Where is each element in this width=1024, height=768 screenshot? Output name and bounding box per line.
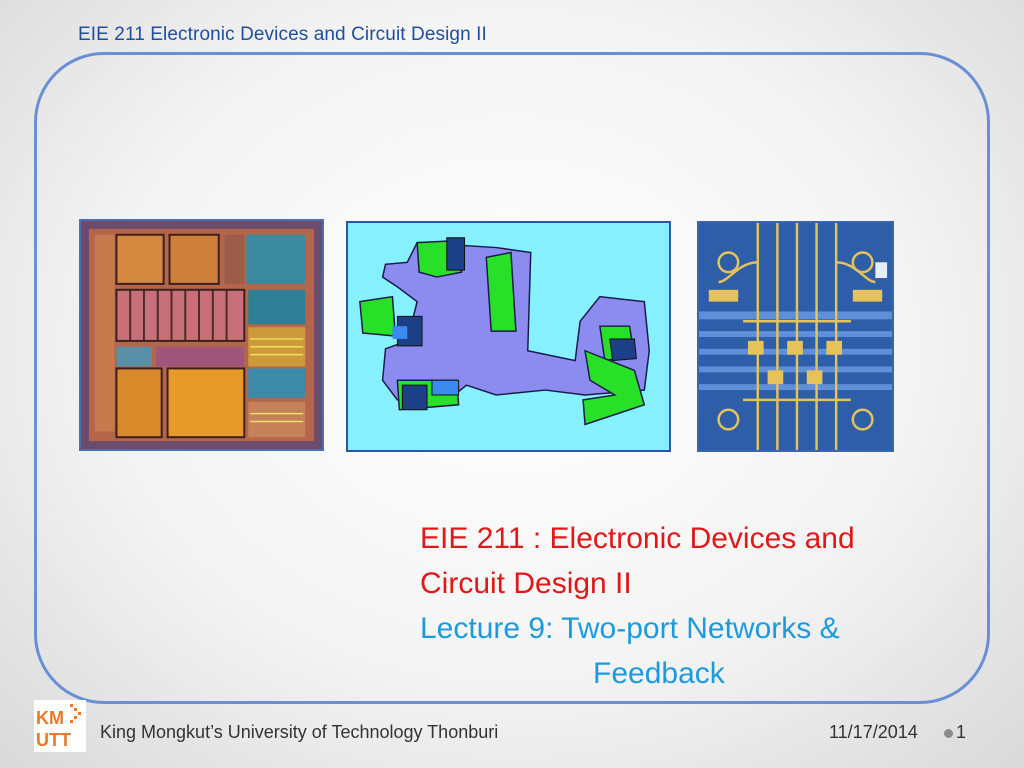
chip-die-photo-icon [79,219,324,451]
course-title-line1: EIE 211 : Electronic Devices and [420,522,855,555]
layout-drawing-icon [346,221,671,452]
header-title: EIE 211 Electronic Devices and Circuit D… [78,24,487,45]
lecture-title-line2: Feedback [593,657,725,690]
lecture-title-line1: Lecture 9: Two-port Networks & [420,612,840,645]
course-title-line2: Circuit Design II [420,567,632,600]
footer-bullet-icon [944,729,953,738]
footer-page-number: 1 [956,722,967,742]
footer-university: King Mongkut’s University of Technology … [100,722,499,742]
microwave-circuit-photo-icon [697,221,894,452]
svg-text:KM: KM [36,708,64,728]
svg-text:UTT: UTT [36,730,71,750]
kmutt-logo-icon: KM UTT [34,700,86,752]
slide-title-block: EIE 211 : Electronic Devices and Circuit… [420,516,980,696]
footer-date: 11/17/2014 [829,722,918,742]
slide-frame [34,52,990,704]
